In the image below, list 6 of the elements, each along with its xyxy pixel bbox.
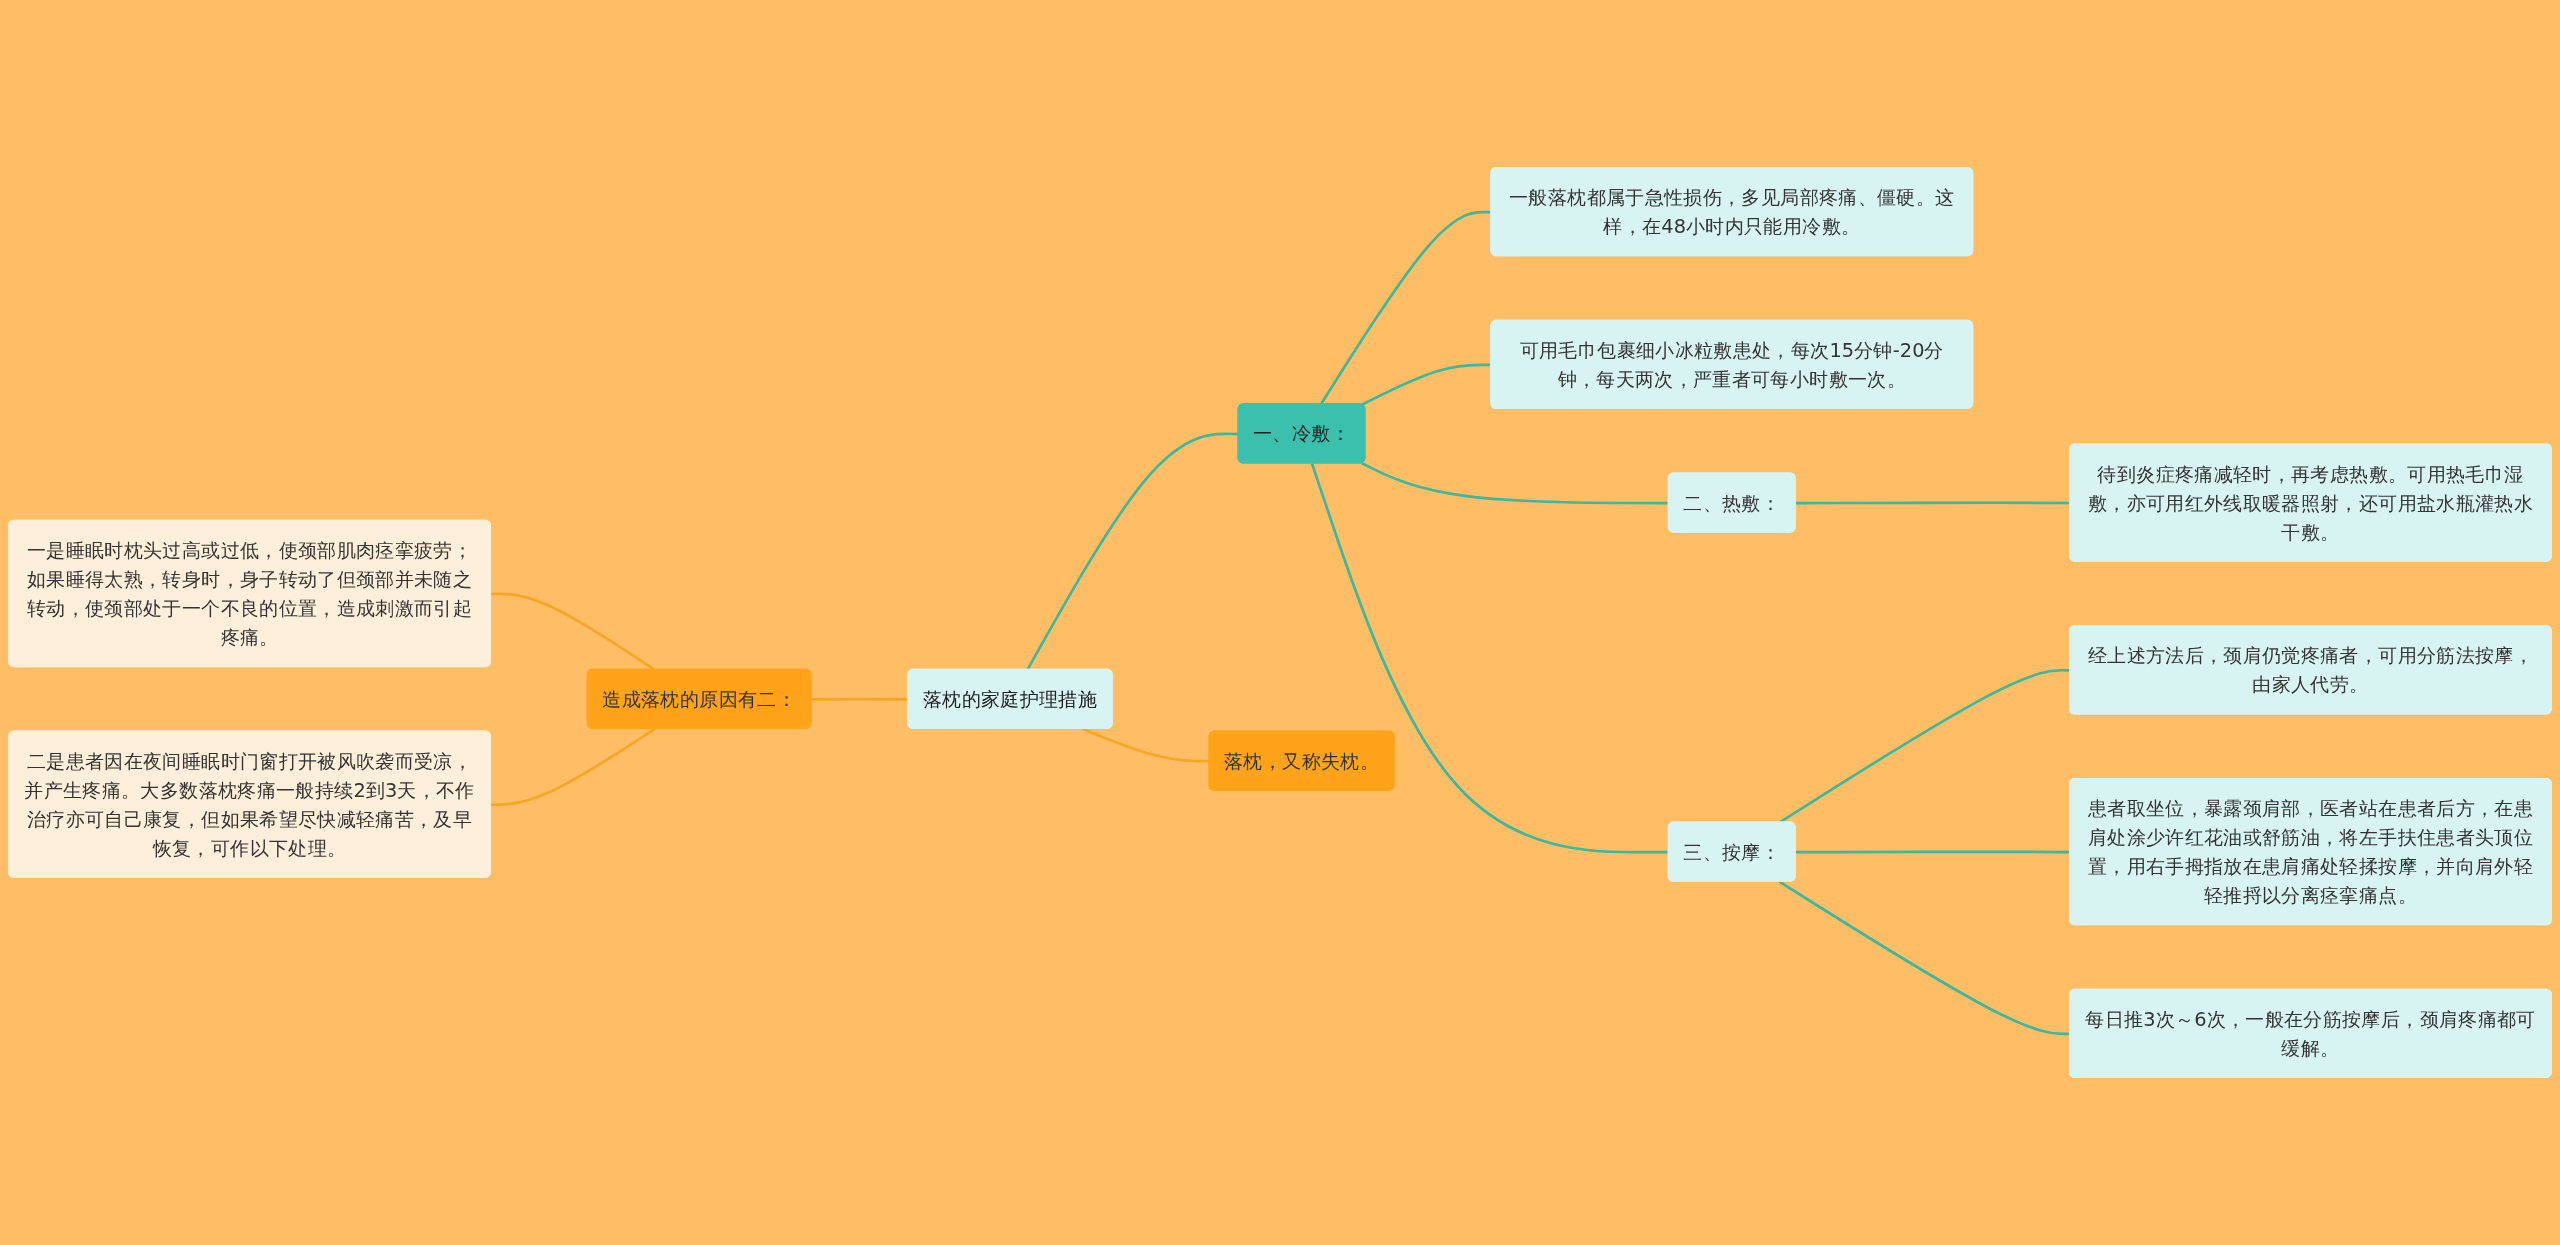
connector [1361,462,1669,505]
connector [1026,432,1239,671]
connector [1310,463,1669,854]
connector [491,727,656,807]
connector [1082,727,1210,763]
connector [491,592,656,671]
